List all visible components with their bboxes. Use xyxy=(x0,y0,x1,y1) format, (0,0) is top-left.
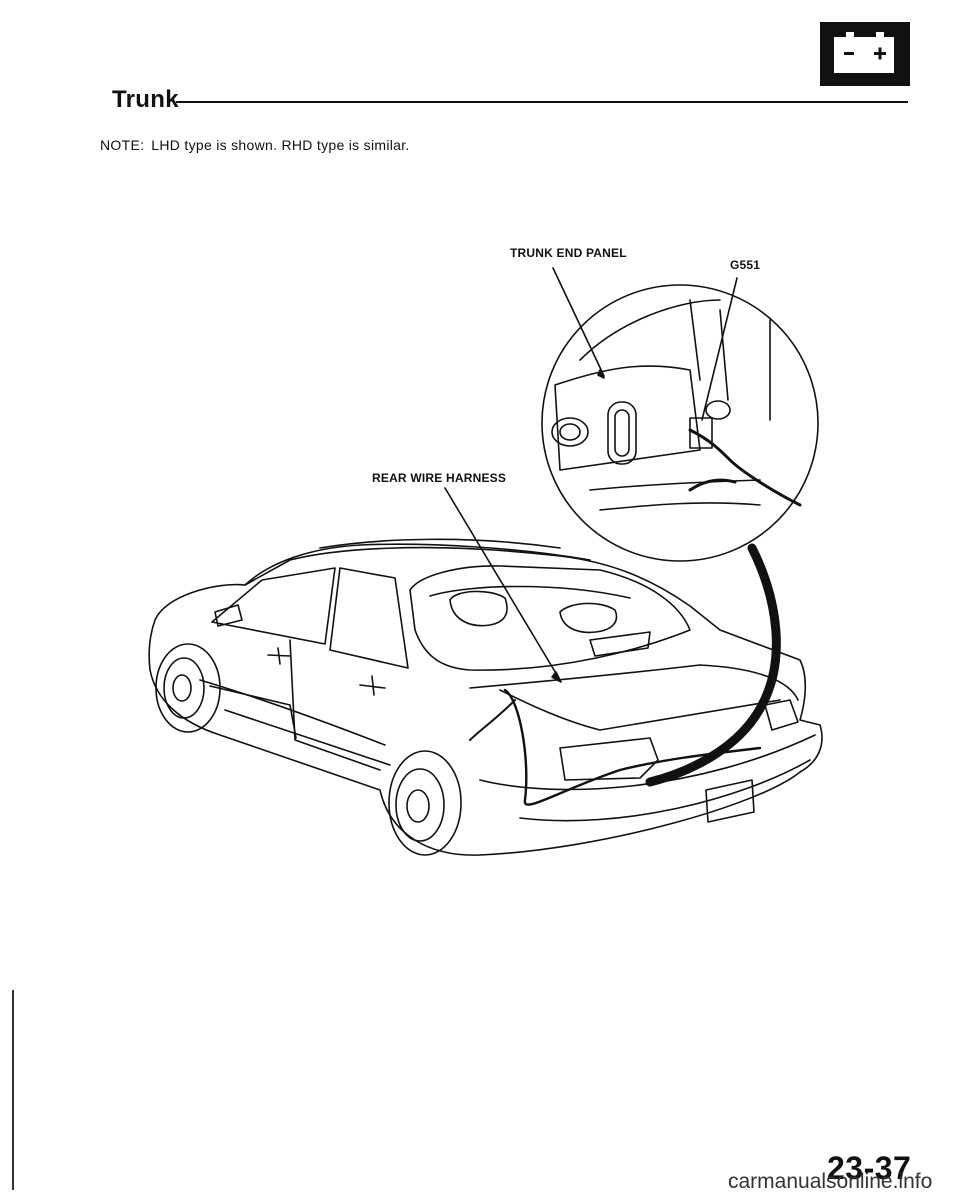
callout-rear-wire-harness: REAR WIRE HARNESS xyxy=(372,471,507,485)
callout-trunk-end-panel: TRUNK END PANEL xyxy=(510,246,627,260)
leader-g551 xyxy=(701,277,738,421)
detail-connector-arrow xyxy=(645,543,781,787)
callout-g551: G551 xyxy=(730,258,761,272)
note-label: NOTE: xyxy=(100,137,145,153)
note-text: LHD type is shown. RHD type is similar. xyxy=(151,137,410,153)
leader-rear-wire-harness xyxy=(444,487,561,681)
note: NOTE: LHD type is shown. RHD type is simi… xyxy=(100,137,410,153)
section-title: Trunk xyxy=(112,86,179,113)
page-number: 23-37 xyxy=(827,1150,912,1186)
car-body xyxy=(148,538,823,856)
detail-view xyxy=(541,284,819,562)
watermark[interactable]: carmanualsonline.info xyxy=(728,1170,933,1193)
battery-icon xyxy=(820,22,910,91)
leader-trunk-end-panel xyxy=(552,267,605,377)
wheel-rear xyxy=(388,750,462,856)
title-rule xyxy=(176,101,908,103)
rear-wire-harness-path xyxy=(503,688,762,806)
margin-bar xyxy=(12,990,14,1190)
wheel-front xyxy=(155,643,221,733)
